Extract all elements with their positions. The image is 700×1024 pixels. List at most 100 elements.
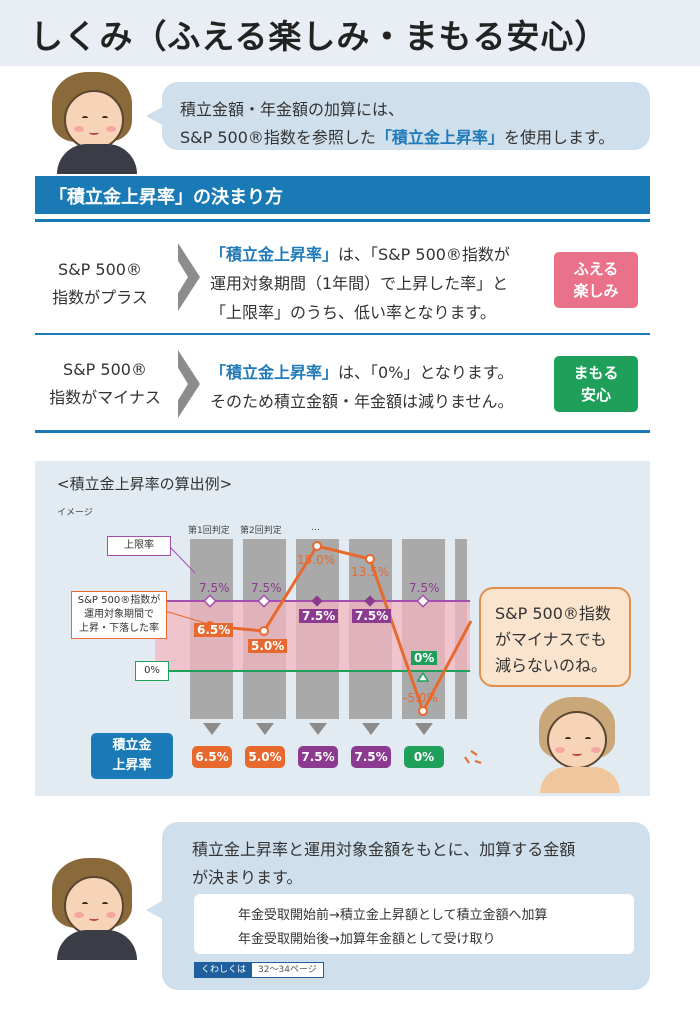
cap-marker — [257, 594, 271, 608]
index-connector — [164, 610, 206, 624]
condition-plus-line-1: S&P 500® — [58, 260, 142, 279]
zero-marker — [416, 671, 430, 682]
intro-speech-bubble: 積立金額・年金額の加算には、 S&P 500®指数を参照した「積立金上昇率」を使… — [146, 82, 650, 150]
details-label: くわしくは — [195, 963, 253, 977]
addition-rule-before: 年金受取開始前→積立金上昇額として積立金額へ加算 — [238, 908, 548, 923]
arrow-down-icon — [415, 723, 433, 735]
index-value-5: -5.0% — [403, 691, 438, 705]
page-title: しくみ（ふえる楽しみ・まもる安心） — [30, 17, 609, 56]
result-label: 積立金 上昇率 — [91, 733, 173, 779]
rule-plus-description: 「積立金上昇率」は、「S&P 500®指数が 運用対象期間（1年間）で上昇した率… — [210, 240, 510, 327]
condition-plus: S&P 500® 指数がプラス — [40, 256, 160, 312]
result-label-line-1: 積立金 — [112, 738, 152, 753]
page-header: しくみ（ふえる楽しみ・まもる安心） — [0, 0, 700, 66]
rule-minus-line-2: そのため積立金額・年金額は減りません。 — [210, 392, 514, 411]
tag-mamoru: まもる 安心 — [554, 356, 638, 412]
result-label-line-2: 上昇率 — [112, 758, 152, 773]
intro-highlight: 「積立金上昇率」 — [375, 128, 504, 147]
divider — [35, 333, 650, 335]
cap-value-1: 7.5% — [199, 581, 230, 595]
grandma-bubble-line-2: がマイナスでも — [495, 630, 607, 649]
cap-connector — [169, 546, 196, 574]
condition-minus-line-1: S&P 500® — [63, 360, 147, 379]
tag-fueru: ふえる 楽しみ — [554, 252, 638, 308]
intro-line-1: 積立金額・年金額の加算には、 — [180, 100, 405, 119]
arrow-down-icon — [256, 723, 274, 735]
index-value-1: 6.5% — [194, 623, 234, 637]
judge-ellipsis: … — [311, 523, 320, 533]
addition-rule-after: 年金受取開始後→加算年金額として受け取り — [238, 932, 496, 947]
arrow-down-icon — [309, 723, 327, 735]
result-badge-5: 0% — [404, 746, 444, 768]
calculation-example-panel: <積立金上昇率の算出例> イメージ 第1回判定 第2回判定 … — [35, 461, 650, 796]
zero-callout: 0% — [135, 661, 169, 681]
rule-minus-line-1: は、「0%」となります。 — [338, 363, 514, 382]
judge-1-label: 第1回判定 — [188, 526, 230, 536]
index-point — [365, 554, 375, 564]
index-rate-callout: S&P 500®指数が 運用対象期間で 上昇・下落した率 — [71, 591, 167, 639]
divider — [35, 430, 650, 433]
cap-marker-applied — [364, 595, 376, 607]
grandma-speech-bubble: S&P 500®指数 がマイナスでも 減らないのね。 — [479, 587, 631, 687]
rules-heading-bar: 「積立金上昇率」の決まり方 — [35, 176, 650, 214]
divider — [35, 219, 650, 222]
rule-plus-highlight: 「積立金上昇率」 — [210, 245, 339, 264]
rules-heading: 「積立金上昇率」の決まり方 — [49, 187, 283, 208]
accent-marks — [464, 750, 482, 764]
woman-avatar-bottom — [52, 858, 142, 960]
details-reference-link[interactable]: くわしくは 32〜34ページ — [194, 962, 324, 978]
arrow-down-icon — [362, 723, 380, 735]
index-point — [259, 626, 269, 636]
chevron-right-icon — [172, 350, 200, 418]
arrow-down-icon — [203, 723, 221, 735]
judge-2-label: 第2回判定 — [240, 526, 282, 536]
cap-marker — [416, 594, 430, 608]
cap-rate-callout: 上限率 — [107, 536, 171, 556]
rate-diagram — [155, 539, 482, 764]
tag-fueru-line-2: 楽しみ — [573, 282, 619, 300]
tag-mamoru-line-2: 安心 — [580, 386, 611, 404]
cap-value-2: 7.5% — [251, 581, 282, 595]
details-pages: 32〜34ページ — [258, 965, 317, 975]
intro-line-2-post: を使用します。 — [503, 128, 615, 147]
chevron-right-icon — [172, 243, 200, 311]
rule-plus-line-2: 運用対象期間（1年間）で上昇した率」と — [210, 274, 509, 293]
grandma-avatar — [535, 697, 625, 793]
result-badge-3: 7.5% — [298, 746, 338, 768]
addition-rules-box: 年金受取開始前→積立金上昇額として積立金額へ加算 年金受取開始後→加算年金額とし… — [194, 894, 634, 954]
cap-marker — [203, 594, 217, 608]
applied-value-3: 7.5% — [299, 609, 339, 623]
index-callout-line-3: 上昇・下落した率 — [79, 623, 159, 634]
example-title: <積立金上昇率の算出例> — [57, 475, 233, 493]
rule-minus-highlight: 「積立金上昇率」 — [210, 363, 339, 382]
result-badge-4: 7.5% — [351, 746, 391, 768]
rule-plus-line-3: 「上限率」のうち、低い率となります。 — [210, 303, 496, 322]
result-badge-1: 6.5% — [192, 746, 232, 768]
bottom-line-2: が決まります。 — [192, 868, 303, 887]
index-callout-line-1: S&P 500®指数が — [77, 595, 161, 606]
woman-avatar-top — [52, 72, 142, 174]
index-point — [418, 706, 428, 716]
applied-value-4: 7.5% — [352, 609, 392, 623]
index-value-3: 15.0% — [297, 553, 336, 567]
index-path — [209, 544, 473, 715]
condition-minus: S&P 500® 指数がマイナス — [40, 356, 170, 412]
index-point — [312, 541, 322, 551]
rule-minus-description: 「積立金上昇率」は、「0%」となります。 そのため積立金額・年金額は減りません。 — [210, 358, 514, 416]
tag-mamoru-line-1: まもる — [573, 364, 619, 382]
tag-fueru-line-1: ふえる — [573, 260, 619, 278]
cap-marker-applied — [311, 595, 323, 607]
condition-plus-line-2: 指数がプラス — [52, 288, 148, 307]
index-value-2: 5.0% — [248, 639, 288, 653]
bottom-line-1: 積立金上昇率と運用対象金額をもとに、加算する金額 — [192, 840, 576, 859]
cap-value-5: 7.5% — [409, 581, 440, 595]
bottom-speech-bubble: 積立金上昇率と運用対象金額をもとに、加算する金額 が決まります。 年金受取開始前… — [146, 822, 650, 990]
result-badge-2: 5.0% — [245, 746, 285, 768]
grandma-bubble-line-3: 減らないのね。 — [495, 656, 608, 675]
condition-minus-line-2: 指数がマイナス — [49, 388, 161, 407]
grandma-bubble-line-1: S&P 500®指数 — [495, 604, 611, 623]
image-label: イメージ — [57, 508, 93, 518]
rule-plus-line-1: は、「S&P 500®指数が — [338, 245, 510, 264]
applied-value-5: 0% — [411, 651, 438, 665]
index-callout-line-2: 運用対象期間で — [84, 609, 154, 620]
